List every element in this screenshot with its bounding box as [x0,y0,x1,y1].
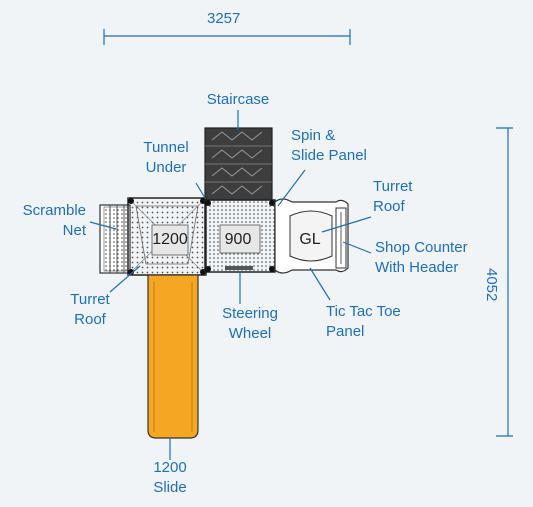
platform-1200 [127,197,207,276]
platform-1200-label: 1200 [152,231,188,248]
turret-roof-left-line1: Turret [70,291,110,308]
steering-wheel-label: Steering Wheel [210,304,290,344]
turret-roof-left-label: Turret Roof [58,290,122,330]
tic-tac-toe-line2: Panel [326,323,365,340]
steering-wheel-line1: Steering [222,305,278,322]
leader-lines [89,110,372,460]
turret-roof-right-label: Turret Roof [373,177,412,217]
platform-900-label: 900 [224,231,252,248]
turret-roof-right-line1: Turret [373,178,413,195]
scramble-net-line1: Scramble [22,202,86,219]
scramble-net-label: Scramble Net [6,201,86,241]
tic-tac-toe-line1: Tic Tac Toe [326,303,401,320]
slide-label: 1200 Slide [140,458,200,498]
ground-level-label: GL [299,231,321,248]
ground-level-area [274,198,349,274]
width-dimension-value: 3257 [207,10,241,27]
turret-roof-right-line2: Roof [373,198,405,215]
tunnel-under-line2: Under [145,159,187,176]
slide [147,274,199,439]
slide-line2: Slide [153,479,187,496]
scramble-net-line2: Net [62,222,86,239]
platform-900 [204,199,276,273]
staircase [204,127,273,201]
shop-counter-line2: With Header [375,259,459,276]
turret-roof-left-line2: Roof [74,311,106,328]
staircase-label: Staircase [206,91,270,108]
slide-line1: 1200 [153,459,187,476]
steering-wheel-line2: Wheel [228,325,272,342]
spin-slide-line1: Spin & [291,127,336,144]
scramble-net [99,204,131,274]
spin-slide-line2: Slide Panel [291,147,367,164]
shop-counter-label: Shop Counter With Header [375,238,468,278]
depth-dimension-value: 4052 [483,268,500,302]
width-dimension-line [103,29,351,45]
tic-tac-toe-label: Tic Tac Toe Panel [326,302,401,342]
depth-dimension-line [496,127,513,437]
tunnel-under-line1: Tunnel [143,139,189,156]
tunnel-under-label: Tunnel Under [135,138,197,178]
spin-slide-panel-label: Spin & Slide Panel [291,126,367,166]
shop-counter-line1: Shop Counter [375,239,468,256]
